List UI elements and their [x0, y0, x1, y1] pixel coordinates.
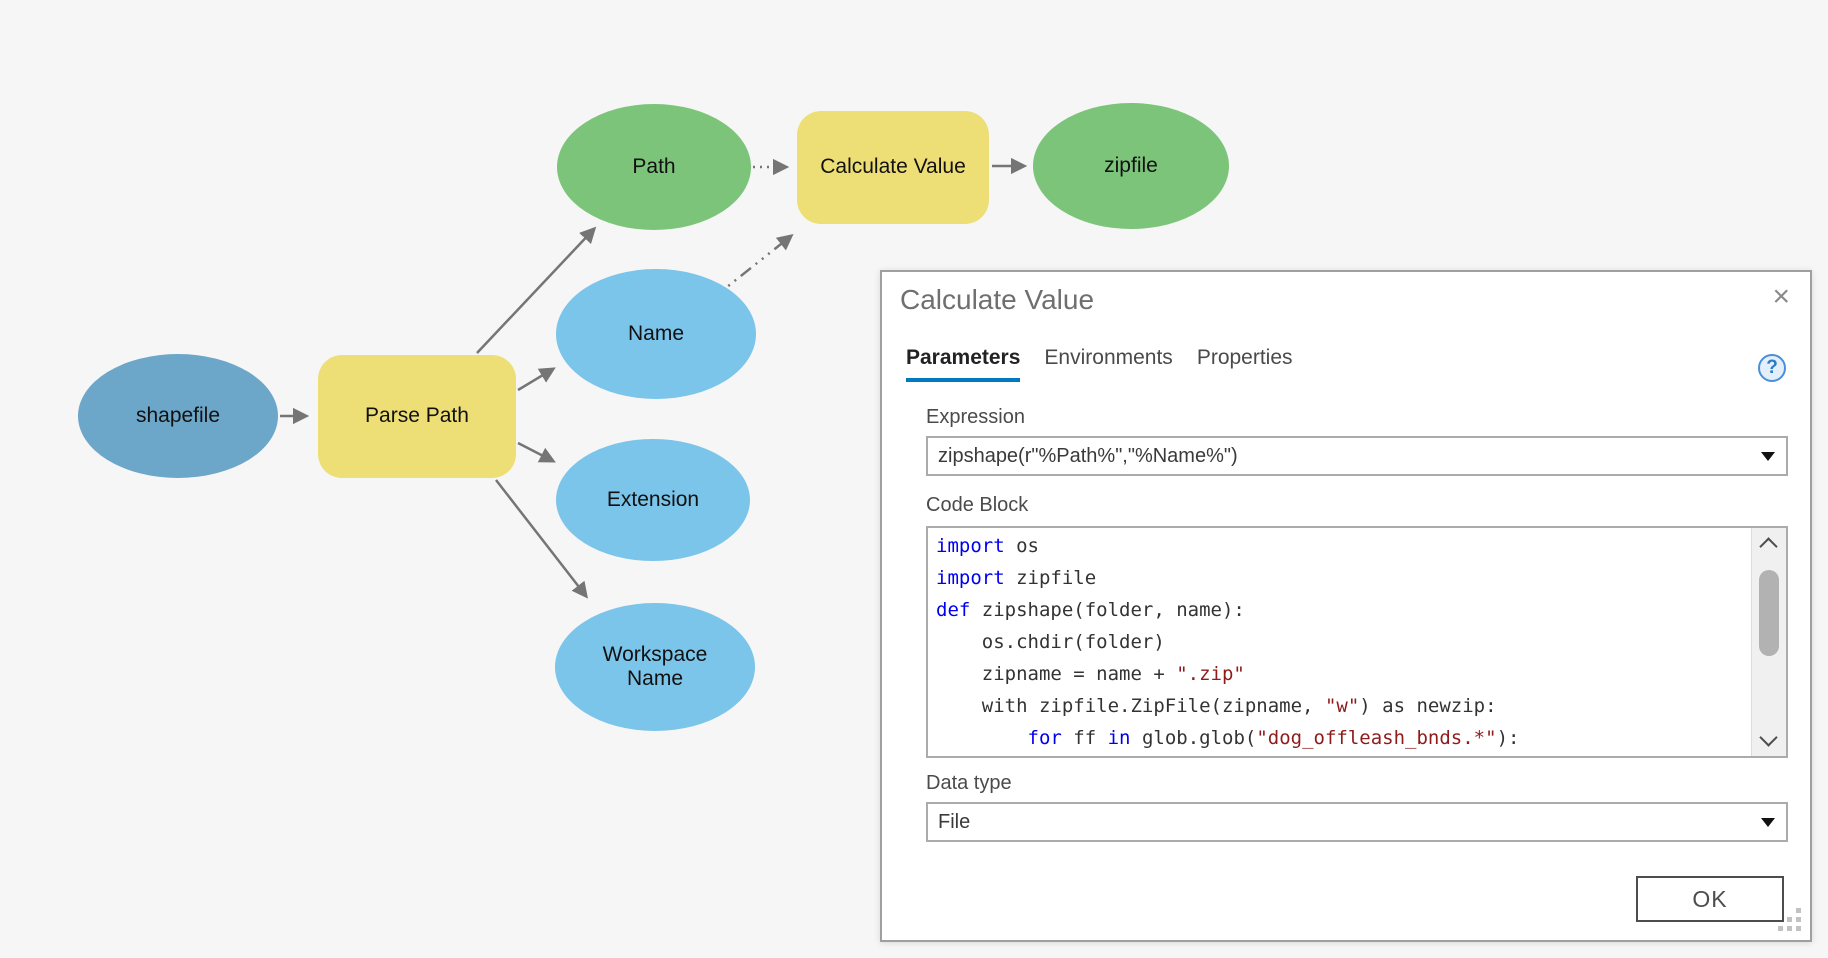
node-name[interactable] [556, 269, 756, 399]
nodes [78, 103, 1229, 731]
node-parse-path[interactable] [318, 355, 516, 478]
code-scrollbar[interactable] [1751, 528, 1786, 756]
code-block-label: Code Block [926, 494, 1029, 516]
help-icon[interactable]: ? [1758, 354, 1786, 382]
dropdown-arrow-icon[interactable] [1761, 452, 1775, 461]
calculate-value-dialog: Calculate Value × Parameters Environment… [880, 270, 1812, 942]
dropdown-arrow-icon[interactable] [1761, 818, 1775, 827]
node-extension[interactable] [556, 439, 750, 561]
node-zipfile[interactable] [1033, 103, 1229, 229]
ok-button[interactable]: OK [1636, 876, 1784, 922]
edge-parse-path-to-extension[interactable] [517, 441, 556, 463]
close-icon[interactable]: × [1772, 280, 1790, 313]
edge-name-to-calculate-value[interactable] [721, 233, 794, 292]
tab-parameters[interactable]: Parameters [906, 346, 1021, 382]
scroll-up-icon[interactable] [1759, 537, 1778, 556]
node-workspace-name[interactable] [555, 603, 755, 731]
scroll-thumb[interactable] [1759, 570, 1779, 656]
expression-value[interactable]: zipshape(r"%Path%","%Name%") [938, 445, 1238, 467]
tab-environments[interactable]: Environments [1044, 346, 1173, 369]
data-type-combobox[interactable]: File [926, 802, 1788, 842]
edge-parse-path-to-name[interactable] [517, 367, 556, 392]
edge-parse-path-to-workspace-name[interactable] [495, 479, 588, 599]
dialog-tabs: Parameters Environments Properties [906, 346, 1317, 382]
connectors [280, 157, 1028, 599]
data-type-label: Data type [926, 772, 1012, 794]
data-type-value[interactable]: File [938, 811, 971, 833]
resize-grip[interactable] [1778, 908, 1805, 935]
expression-combobox[interactable]: zipshape(r"%Path%","%Name%") [926, 436, 1788, 476]
node-path[interactable] [557, 104, 751, 230]
tab-properties[interactable]: Properties [1196, 346, 1293, 369]
scroll-down-icon[interactable] [1759, 728, 1778, 747]
node-calculate-value[interactable] [797, 111, 989, 224]
edge-parse-path-to-path[interactable] [476, 226, 597, 354]
node-shapefile[interactable] [78, 354, 278, 478]
dialog-title: Calculate Value [900, 284, 1095, 315]
expression-label: Expression [926, 406, 1025, 428]
